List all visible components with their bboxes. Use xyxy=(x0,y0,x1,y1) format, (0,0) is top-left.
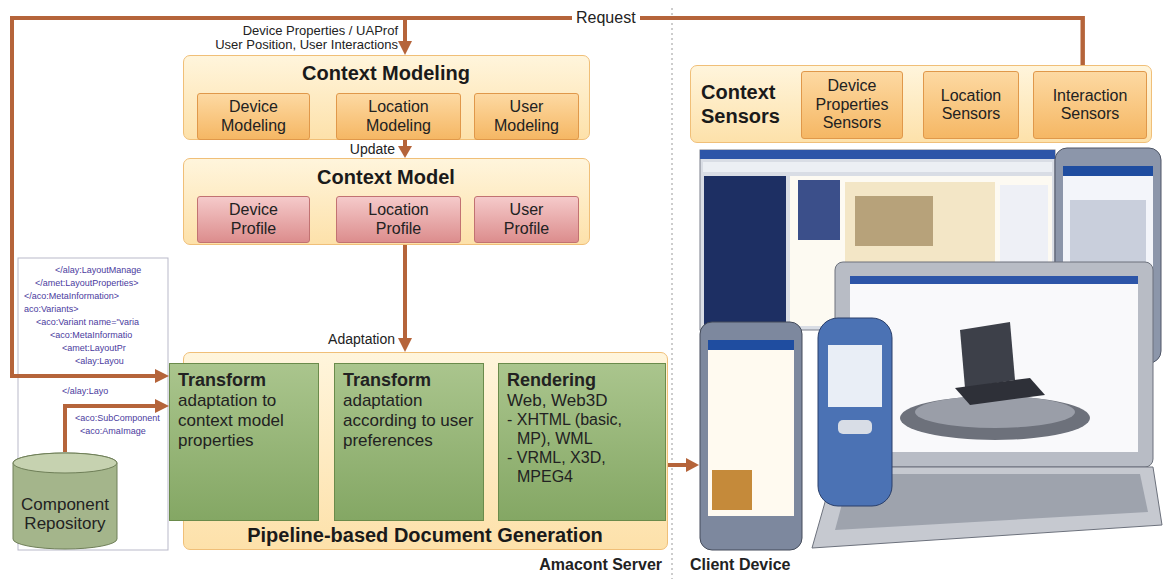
node-text: Web, Web3D xyxy=(507,391,607,411)
mobile-phone xyxy=(818,318,892,506)
group-box: Context ModelingDevice Modeling Location … xyxy=(183,55,590,140)
process-box: User Modeling xyxy=(474,93,579,140)
code-line: <aco:MetaInformatio xyxy=(50,329,132,341)
pipeline-box: Pipeline-based Document GenerationTransf… xyxy=(183,352,668,550)
sensor-box: Location Sensors xyxy=(923,71,1019,139)
code-line: <aco:Variant name="varia xyxy=(36,316,139,328)
flow-label: Request xyxy=(572,9,640,27)
phone-keypad xyxy=(838,420,872,434)
chair-back xyxy=(960,322,1015,388)
divider-line xyxy=(672,8,673,579)
group-box: Context ModelDevice Profile Location Prof… xyxy=(183,158,590,245)
node-text: adaptation to context model properties xyxy=(178,391,310,451)
code-panel xyxy=(18,258,168,550)
node-title: Location Modeling xyxy=(354,98,444,135)
pda-titlebar xyxy=(1063,166,1153,176)
pda-left xyxy=(700,322,802,550)
node-title: Device Profile xyxy=(219,201,289,238)
node-text: - XHTML (basic, MP), WML xyxy=(507,411,657,449)
node-title: Device Properties Sensors xyxy=(808,77,896,132)
code-line: </aco:MetaInformation> xyxy=(24,290,119,302)
code-line: <aco:SubComponent xyxy=(75,412,160,424)
pda-titlebar xyxy=(708,340,794,350)
region-label: Amacont Server xyxy=(400,556,662,574)
output-arrow xyxy=(668,463,686,467)
node-title: Transform xyxy=(343,370,431,391)
node-title: Context Sensors xyxy=(701,80,796,128)
laptop-titlebar xyxy=(850,276,1138,284)
code-line: <alay:Layou xyxy=(75,355,124,367)
node-title: Location Profile xyxy=(359,201,439,238)
code-line: </alay:Layo xyxy=(62,385,108,397)
sensor-box: Interaction Sensors xyxy=(1033,71,1147,139)
node-title: Pipeline-based Document Generation xyxy=(184,523,666,547)
edge-label: Update xyxy=(350,141,395,157)
code-line: </amet:LayoutProperties> xyxy=(35,277,139,289)
repository-cylinder: Component Repository xyxy=(12,452,118,550)
code-line: <amet:LayoutPr xyxy=(62,342,126,354)
flow-arrow xyxy=(403,140,407,146)
cylinder-top xyxy=(13,453,117,473)
transform-box: Transformadaptation to context model pro… xyxy=(169,363,319,521)
flow-label: Device Properties / UAProf xyxy=(150,24,398,39)
browser-toolbar xyxy=(703,162,1052,172)
code-line: </alay:LayoutManage xyxy=(55,264,141,276)
cylinder-body xyxy=(13,453,117,549)
node-title: Component Repository xyxy=(18,495,112,534)
flow-label: User Position, User Interactions xyxy=(150,38,398,53)
node-text: adaptation according to user preferences xyxy=(343,391,475,451)
process-box: Location Modeling xyxy=(336,93,461,140)
node-title: Interaction Sensors xyxy=(1040,87,1140,124)
node-title: Device Modeling xyxy=(214,98,294,135)
sensor-box: Device Properties Sensors xyxy=(801,71,903,139)
code-line: <aco:AmaImage xyxy=(80,425,146,437)
pda-image xyxy=(712,470,752,510)
node-title: User Profile xyxy=(492,201,562,238)
node-title: Context Modeling xyxy=(184,61,588,85)
region-label: Client Device xyxy=(690,556,790,574)
phone-screen xyxy=(828,345,882,407)
flow-arrow xyxy=(403,245,407,338)
profile-box: Location Profile xyxy=(336,196,461,243)
node-title: Rendering xyxy=(507,370,596,391)
node-title: Location Sensors xyxy=(931,87,1011,124)
laptop-screen xyxy=(850,276,1138,452)
node-title: Context Model xyxy=(184,165,588,189)
sensor-group: Context SensorsDevice Properties Sensors… xyxy=(690,65,1152,143)
browser-menu xyxy=(798,180,840,240)
render-box: RenderingWeb, Web3D- XHTML (basic, MP), … xyxy=(498,363,666,521)
process-box: Device Modeling xyxy=(197,93,310,140)
profile-box: User Profile xyxy=(474,196,579,243)
chair-seat xyxy=(955,378,1045,405)
flow-arrow xyxy=(65,406,155,452)
node-text: - VRML, X3D, MPEG4 xyxy=(507,449,657,487)
pda-screen xyxy=(708,340,794,516)
profile-box: Device Profile xyxy=(197,196,310,243)
browser-sidebar xyxy=(704,176,786,326)
node-title: User Modeling xyxy=(492,98,562,135)
browser-titlebar xyxy=(700,150,1055,159)
edge-label: Adaptation xyxy=(328,331,395,347)
browser-image xyxy=(855,196,933,246)
transform-box: Transformadaptation according to user pr… xyxy=(334,363,484,521)
node-title: Transform xyxy=(178,370,266,391)
code-line: aco:Variants> xyxy=(24,303,79,315)
scene-platform xyxy=(900,396,1090,440)
output-arrowhead xyxy=(686,458,699,472)
